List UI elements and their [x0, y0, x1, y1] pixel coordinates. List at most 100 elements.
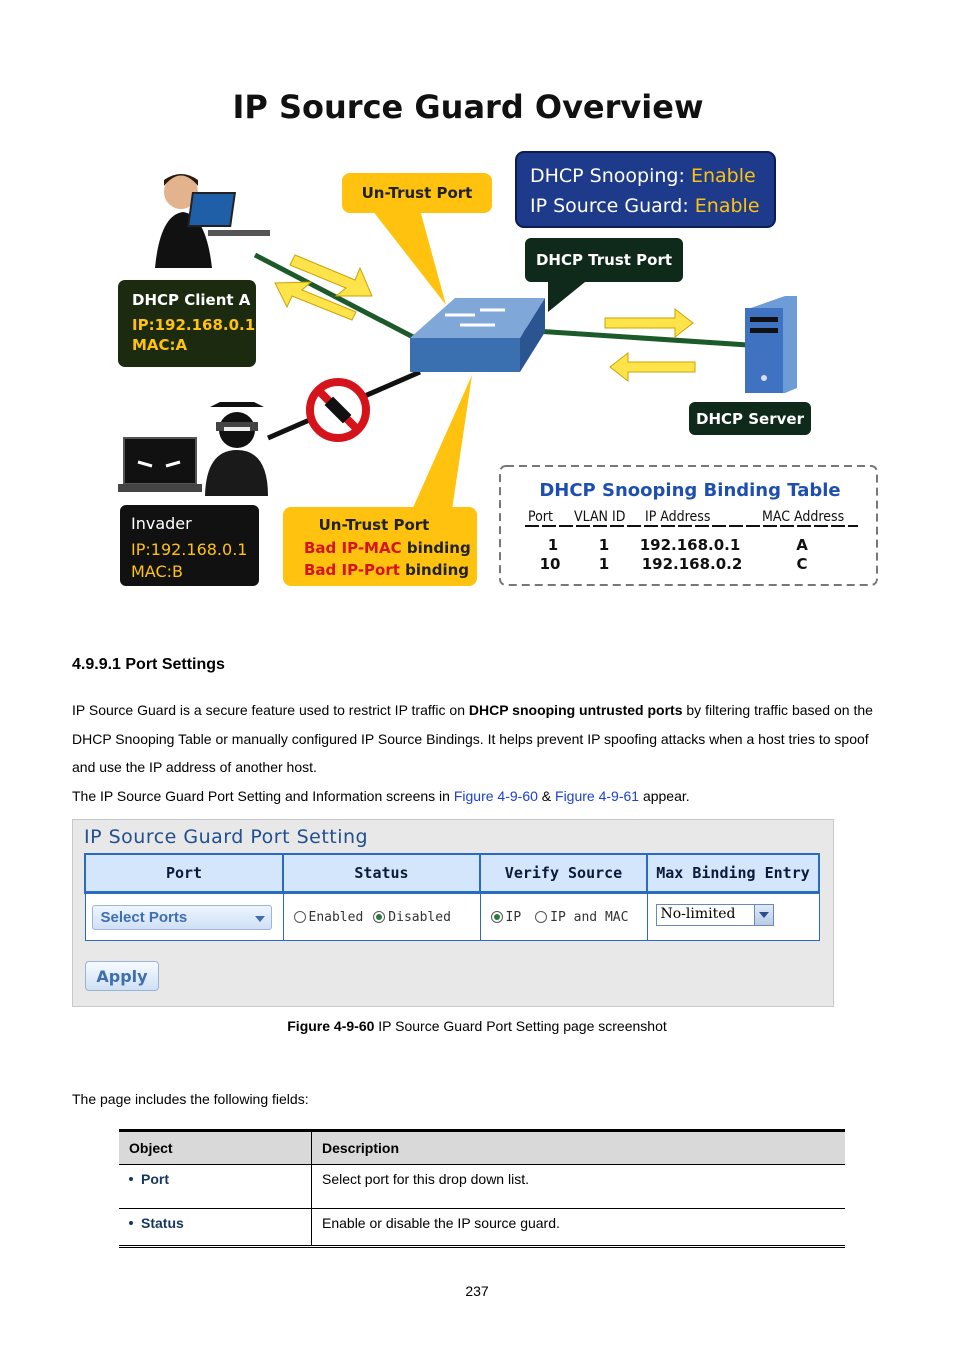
object-header: Object [119, 1129, 312, 1165]
figure-caption: Figure 4-9-60 IP Source Guard Port Setti… [0, 1018, 954, 1034]
snooping-label: DHCP Snooping: [530, 165, 685, 187]
intro-text: IP Source Guard is a secure feature used… [72, 702, 469, 718]
binding-cell: 10 [540, 555, 561, 573]
client-person-icon [155, 174, 270, 268]
description-cell: Select port for this drop down list. [311, 1164, 845, 1209]
invader-box [120, 505, 259, 586]
svg-text:Bad IP-MAC binding: Bad IP-MAC binding [304, 539, 471, 557]
ip-radio[interactable] [490, 911, 503, 923]
binding-cell: 1 [599, 536, 609, 554]
untrust-port-top-label: Un-Trust Port [362, 184, 473, 202]
disabled-radio[interactable] [373, 911, 386, 923]
switch-icon [410, 298, 545, 372]
client-ip: IP:192.168.0.1 [132, 316, 255, 334]
bad-ip-mac-label: Bad IP-MAC [304, 539, 402, 557]
port-header: Port [84, 853, 284, 894]
intro-paragraph: IP Source Guard is a secure feature used… [72, 696, 892, 782]
port-cell: Select Ports [84, 892, 284, 941]
chevron-down-icon [753, 905, 773, 925]
untrust-bottom-pointer [412, 375, 472, 510]
dhcp-trust-port-label: DHCP Trust Port [536, 251, 672, 269]
invader-mac: MAC:B [131, 562, 183, 581]
binding-cell: 1 [548, 536, 558, 554]
binding-header-mac: MAC Address [762, 509, 844, 525]
invader-name: Invader [131, 514, 192, 533]
table-row: Status Enable or disable the IP source g… [119, 1208, 845, 1248]
arrow-to-switch-icon [289, 254, 373, 297]
trust-pointer [548, 282, 585, 312]
enabled-radio[interactable] [293, 911, 306, 923]
binding-header-vlan: VLAN ID [574, 509, 625, 525]
dhcp-server-label: DHCP Server [696, 410, 805, 428]
arrow-to-server-icon [604, 307, 694, 339]
server-link [519, 327, 749, 348]
enabled-label: Enabled [308, 909, 364, 925]
caption-number: Figure 4-9-60 [287, 1018, 375, 1034]
bad-ip-port-label: Bad IP-Port [304, 561, 400, 579]
untrust-port-top-box [342, 173, 492, 213]
max-binding-value: No-limited [660, 906, 736, 922]
untrust-port-bottom-title: Un-Trust Port [319, 516, 430, 534]
svg-text:IP Source Guard: Enable: IP Source Guard: Enable [530, 195, 760, 217]
untrust-top-pointer [372, 210, 446, 305]
dhcp-server-box [689, 402, 811, 435]
object-cell: Port [119, 1164, 312, 1209]
ip-label: IP [505, 909, 522, 925]
chevron-down-icon [254, 915, 265, 922]
binding-header-ip: IP Address [645, 509, 710, 525]
page-number: 237 [465, 1283, 489, 1299]
guard-value: Enable [695, 195, 760, 217]
bullet-icon [129, 1177, 133, 1181]
setting-table: Port Status Verify Source Max Binding En… [84, 853, 820, 941]
ref-text: appear. [639, 788, 690, 804]
invader-laptop-icon [118, 437, 202, 492]
max-binding-header: Max Binding Entry [646, 853, 820, 894]
untrust-port-bottom-box [283, 507, 477, 586]
description-header: Description [311, 1129, 845, 1165]
binding-cell: A [796, 536, 808, 554]
max-binding-select[interactable]: No-limited [655, 904, 774, 926]
diagram-title: IP Source Guard Overview [232, 88, 703, 126]
status-box [515, 151, 776, 228]
caption-text: IP Source Guard Port Setting page screen… [374, 1018, 667, 1034]
status-header: Status [282, 853, 481, 894]
binding-cell: 1 [599, 555, 609, 573]
prohibited-icon [306, 378, 370, 442]
binding-table-title: DHCP Snooping Binding Table [539, 480, 840, 501]
disabled-label: Disabled [388, 909, 451, 925]
max-binding-cell: No-limited [646, 892, 820, 941]
fields-intro: The page includes the following fields: [72, 1091, 309, 1107]
apply-button[interactable]: Apply [85, 961, 159, 991]
table-row: Port Select port for this drop down list… [119, 1164, 845, 1209]
guard-label: IP Source Guard: [530, 195, 689, 217]
server-icon [745, 296, 797, 393]
select-ports-dropdown[interactable]: Select Ports [91, 904, 272, 930]
invader-person-icon [205, 402, 268, 496]
svg-text:Bad IP-Port binding: Bad IP-Port binding [304, 561, 469, 579]
setting-panel-title: IP Source Guard Port Setting [84, 826, 369, 848]
binding-cell: 192.168.0.1 [640, 536, 741, 554]
binding-cell: C [796, 555, 807, 573]
object-cell: Status [119, 1208, 312, 1248]
ref-text: The IP Source Guard Port Setting and Inf… [72, 788, 454, 804]
figure-4-9-60-link[interactable]: Figure 4-9-60 [453, 788, 538, 804]
ip-and-mac-radio[interactable] [535, 911, 548, 923]
client-mac: MAC:A [132, 336, 188, 354]
verify-source-header: Verify Source [479, 853, 648, 894]
ref-text: & [537, 788, 556, 804]
bullet-icon [129, 1221, 133, 1225]
object-name: Port [141, 1171, 169, 1187]
invader-ip: IP:192.168.0.1 [131, 540, 247, 559]
figure-4-9-61-link[interactable]: Figure 4-9-61 [555, 788, 640, 804]
intro-bold: DHCP snooping untrusted ports [468, 702, 683, 718]
figure-reference-paragraph: The IP Source Guard Port Setting and Inf… [72, 782, 892, 811]
arrow-from-server-icon [609, 351, 696, 383]
binding-header-port: Port [528, 509, 553, 525]
fields-table: Object Description Port Select port for … [119, 1129, 845, 1248]
arrow-to-client-icon [274, 281, 357, 321]
client-name: DHCP Client A [132, 291, 251, 309]
intro-text: by filtering traffic based on the DHCP S… [72, 702, 873, 775]
section-heading: 4.9.9.1 Port Settings [72, 656, 225, 673]
binding-label-1: binding [407, 539, 471, 557]
dhcp-trust-port-box [525, 238, 683, 282]
